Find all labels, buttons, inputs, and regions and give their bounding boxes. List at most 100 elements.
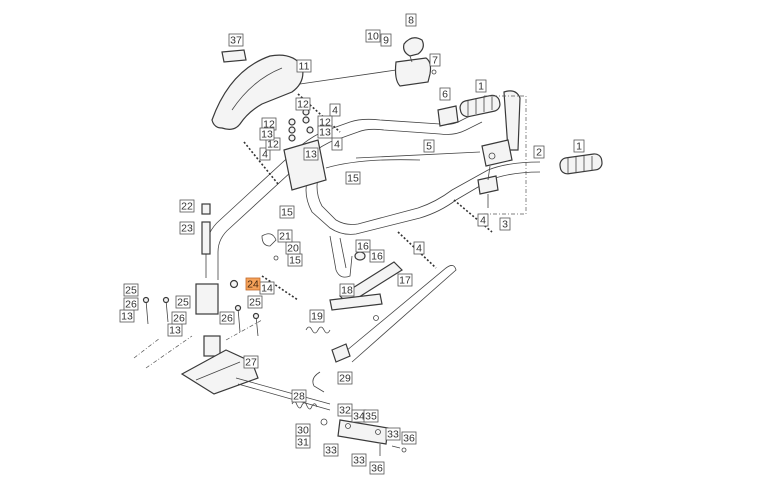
lever-group-outline [484, 95, 527, 215]
bolt-group-outline-right [225, 319, 263, 341]
callout-box [337, 371, 353, 385]
callout-p30: 30 [295, 423, 311, 437]
bar-e [453, 199, 493, 233]
callout-box [259, 147, 271, 161]
callout-number: 7 [432, 55, 438, 67]
callout-number: 16 [371, 251, 383, 263]
callout-p2: 2 [533, 145, 545, 159]
callout-box [369, 249, 385, 263]
callout-number: 33 [387, 429, 399, 441]
stud-22-23 [201, 203, 211, 255]
callout-box [295, 435, 311, 449]
callout-box [171, 311, 187, 325]
callout-number: 25 [125, 285, 137, 297]
callout-number: 18 [341, 285, 353, 297]
callout-number: 19 [311, 311, 323, 323]
callout-number: 26 [173, 313, 185, 325]
grip-upper [459, 90, 521, 151]
mount-bracket [283, 139, 327, 191]
callout-box [380, 33, 392, 47]
callout-p4a: 4 [329, 103, 341, 117]
callout-p19: 19 [309, 309, 325, 323]
callout-box [303, 147, 319, 161]
callout-p35: 35 [363, 409, 379, 423]
callout-box [499, 217, 511, 231]
lower-linkage [320, 418, 407, 456]
callout-number: 36 [403, 433, 415, 445]
callout-p11: 11 [296, 59, 312, 73]
callout-box [317, 125, 333, 139]
callout-box [309, 309, 325, 323]
callout-p32: 32 [337, 403, 353, 417]
callout-box [365, 29, 381, 43]
callout-p12a: 12 [295, 97, 311, 111]
callout-p13c: 13 [303, 147, 319, 161]
nut-24 [229, 279, 239, 289]
callout-box [259, 127, 275, 141]
callout-number: 36 [371, 463, 383, 475]
callout-p4c: 4 [331, 137, 343, 151]
callout-number: 2 [536, 147, 542, 159]
callout-box [351, 453, 367, 467]
callout-box [339, 283, 355, 297]
label-card [221, 49, 247, 63]
callout-box [385, 427, 401, 441]
cable-lower [325, 159, 421, 169]
callout-number: 13 [169, 325, 181, 337]
callout-p4d: 4 [477, 213, 489, 227]
handle-cover [211, 54, 304, 130]
callout-box [429, 53, 441, 67]
callout-box [439, 87, 451, 101]
callout-box [296, 59, 312, 73]
callout-box [405, 13, 417, 27]
column-base [203, 335, 221, 357]
callout-p15c: 15 [287, 253, 303, 267]
bolt-group-outline-left [133, 335, 193, 369]
callout-box [369, 461, 385, 475]
callout-box [345, 171, 361, 185]
u-bolt [329, 235, 353, 278]
callout-box [243, 355, 259, 369]
callout-p13a: 13 [259, 127, 275, 141]
callout-number: 4 [416, 243, 422, 255]
bar-c [261, 275, 299, 301]
callout-number: 12 [319, 117, 331, 129]
callout-number: 13 [305, 149, 317, 161]
column-sleeve [195, 283, 219, 315]
callout-number: 12 [267, 139, 279, 151]
handle-cover-detail [231, 67, 283, 111]
callout-box [295, 97, 311, 111]
callout-p27: 27 [243, 355, 259, 369]
callout-number: 12 [263, 119, 275, 131]
callout-p1a: 1 [475, 79, 487, 93]
callout-number: 5 [426, 141, 432, 153]
callout-p13d: 13 [119, 309, 135, 323]
callout-number: 3 [502, 219, 508, 231]
callout-number: 4 [480, 215, 486, 227]
callout-number: 24 [247, 279, 259, 291]
callout-box [123, 297, 139, 311]
callout-p9: 9 [380, 33, 392, 47]
callout-box [245, 277, 261, 291]
callout-number: 15 [289, 255, 301, 267]
callout-number: 17 [399, 275, 411, 287]
callout-number: 1 [576, 141, 582, 153]
callout-number: 23 [181, 223, 193, 235]
callout-box [228, 33, 244, 47]
linkage-18 [329, 293, 383, 311]
cable-upper [355, 151, 481, 159]
callout-p25b: 25 [175, 295, 191, 309]
callout-box [279, 205, 295, 219]
callout-p21: 21 [277, 229, 293, 243]
callout-number: 16 [357, 241, 369, 253]
callout-number: 13 [319, 127, 331, 139]
shaft-link [312, 371, 325, 393]
spring-28 [291, 401, 318, 410]
callout-number: 31 [297, 437, 309, 449]
callout-p28: 28 [291, 389, 307, 403]
throttle-control [299, 37, 437, 87]
callout-number: 15 [281, 207, 293, 219]
grip-lower [559, 153, 603, 175]
bar-d [397, 231, 437, 269]
callout-box [533, 145, 545, 159]
